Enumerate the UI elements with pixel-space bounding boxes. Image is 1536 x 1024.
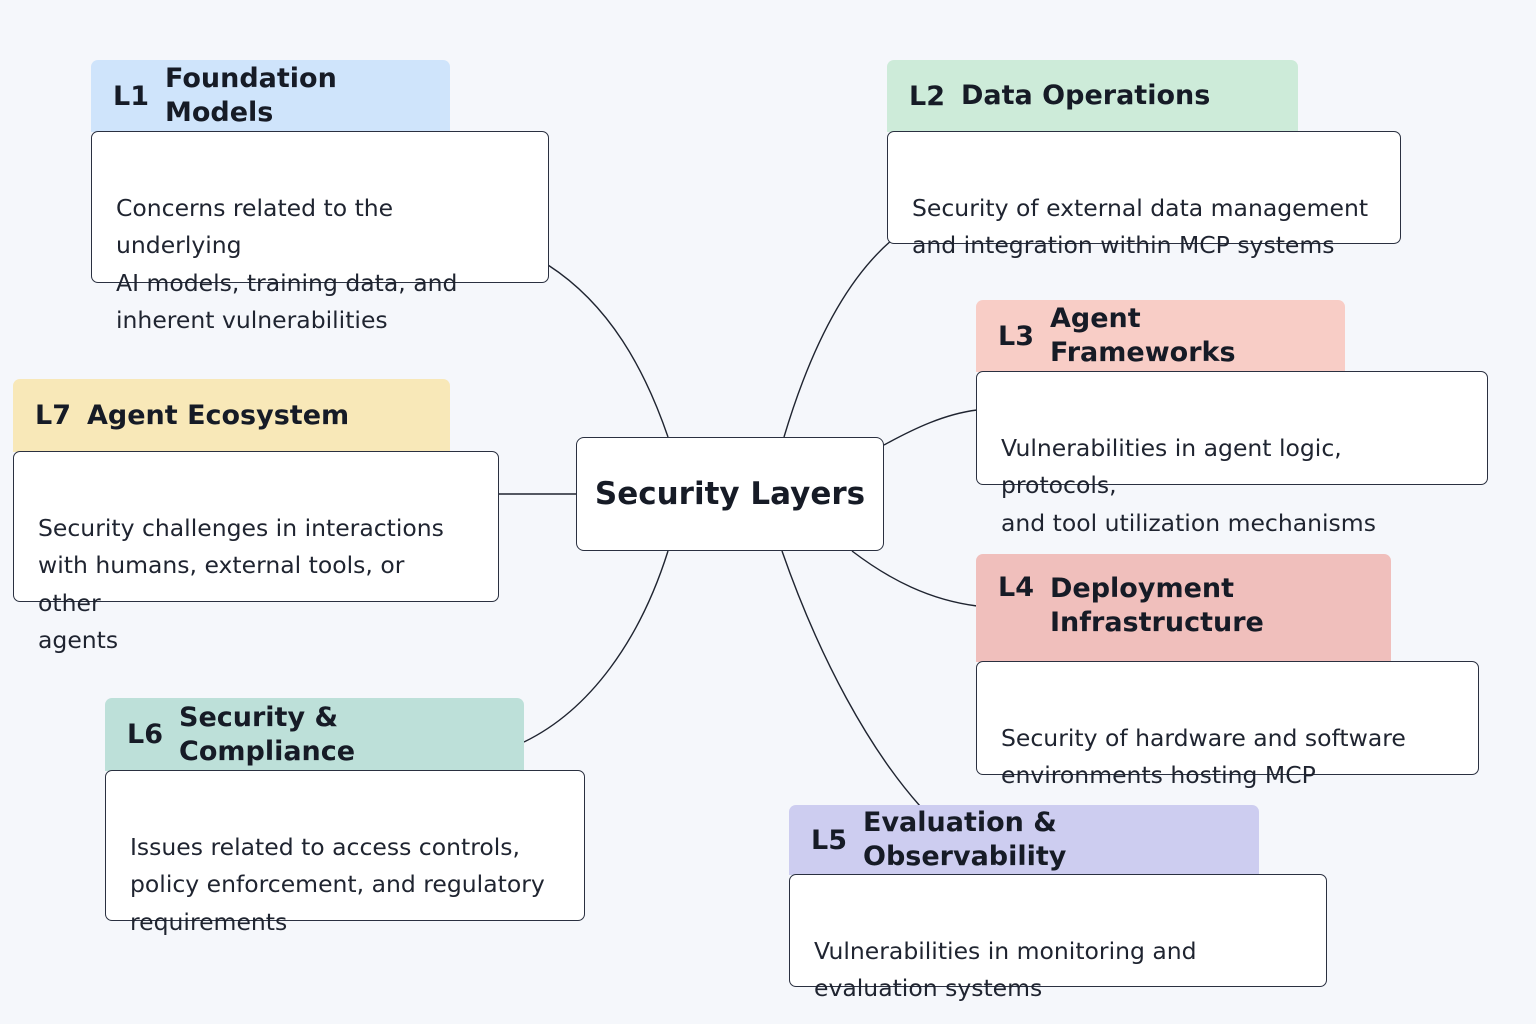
layer-l6-title: Security & Compliance [179, 701, 356, 767]
connector-l5 [781, 550, 921, 807]
layer-l2: L2 Data Operations Security of external … [887, 60, 1401, 259]
layer-l6-description: Issues related to access controls, polic… [130, 832, 545, 936]
layer-l3: L3 Agent Frameworks Vulnerabilities in a… [976, 300, 1488, 537]
layer-l1-code: L1 [113, 80, 149, 112]
layer-l5-code: L5 [811, 824, 847, 856]
layer-l6-header: L6 Security & Compliance [105, 698, 524, 771]
layer-l5-description: Vulnerabilities in monitoring and evalua… [814, 936, 1197, 1003]
layer-l7-description: Security challenges in interactions with… [38, 513, 444, 655]
layer-l1: L1 Foundation Models Concerns related to… [91, 60, 549, 334]
layer-l4: L4 Deployment Infrastructure Security of… [976, 554, 1479, 827]
center-node: Security Layers [576, 437, 884, 551]
connector-l1 [547, 264, 669, 438]
connector-l3 [883, 409, 978, 446]
layer-l5-description-box: Vulnerabilities in monitoring and evalua… [789, 874, 1327, 1002]
layer-l6-description-box: Issues related to access controls, polic… [105, 770, 585, 936]
connector-l6 [523, 550, 669, 743]
layer-l2-description: Security of external data management and… [912, 193, 1369, 260]
layer-l1-description: Concerns related to the underlying AI mo… [116, 193, 458, 335]
layer-l2-title: Data Operations [961, 80, 1211, 112]
layer-l4-description-box: Security of hardware and software enviro… [976, 661, 1479, 827]
layer-l3-description: Vulnerabilities in agent logic, protocol… [1001, 433, 1376, 537]
layer-l6: L6 Security & Compliance Issues related … [105, 698, 585, 936]
layer-l2-header: L2 Data Operations [887, 60, 1298, 132]
layer-l7: L7 Agent Ecosystem Security challenges i… [13, 379, 499, 654]
layer-l4-title: Deployment Infrastructure [1050, 573, 1264, 638]
layer-l5-title: Evaluation & Observability [863, 807, 1067, 872]
layer-l7-code: L7 [35, 400, 71, 431]
layer-l1-header: L1 Foundation Models [91, 60, 450, 132]
layer-l1-description-box: Concerns related to the underlying AI mo… [91, 131, 549, 334]
center-label: Security Layers [594, 476, 866, 512]
layer-l2-code: L2 [909, 80, 945, 112]
layer-l7-description-box: Security challenges in interactions with… [13, 451, 499, 654]
layer-l3-code: L3 [998, 320, 1034, 352]
connector-l4 [851, 550, 978, 607]
layer-l6-code: L6 [127, 719, 163, 750]
layer-l5: L5 Evaluation & Observability Vulnerabil… [789, 805, 1327, 1002]
layer-l5-header: L5 Evaluation & Observability [789, 805, 1259, 875]
layer-l1-title: Foundation Models [165, 63, 337, 128]
layer-l4-code: L4 [998, 572, 1034, 603]
layer-l7-title: Agent Ecosystem [87, 399, 350, 431]
layer-l3-header: L3 Agent Frameworks [976, 300, 1345, 372]
layer-l4-header: L4 Deployment Infrastructure [976, 554, 1391, 662]
layer-l2-description-box: Security of external data management and… [887, 131, 1401, 259]
layer-l3-title: Agent Frameworks [1050, 303, 1236, 368]
layer-l3-description-box: Vulnerabilities in agent logic, protocol… [976, 371, 1488, 537]
layer-l7-header: L7 Agent Ecosystem [13, 379, 450, 452]
connector-l2 [783, 239, 893, 438]
layer-l4-description: Security of hardware and software enviro… [1001, 723, 1406, 827]
